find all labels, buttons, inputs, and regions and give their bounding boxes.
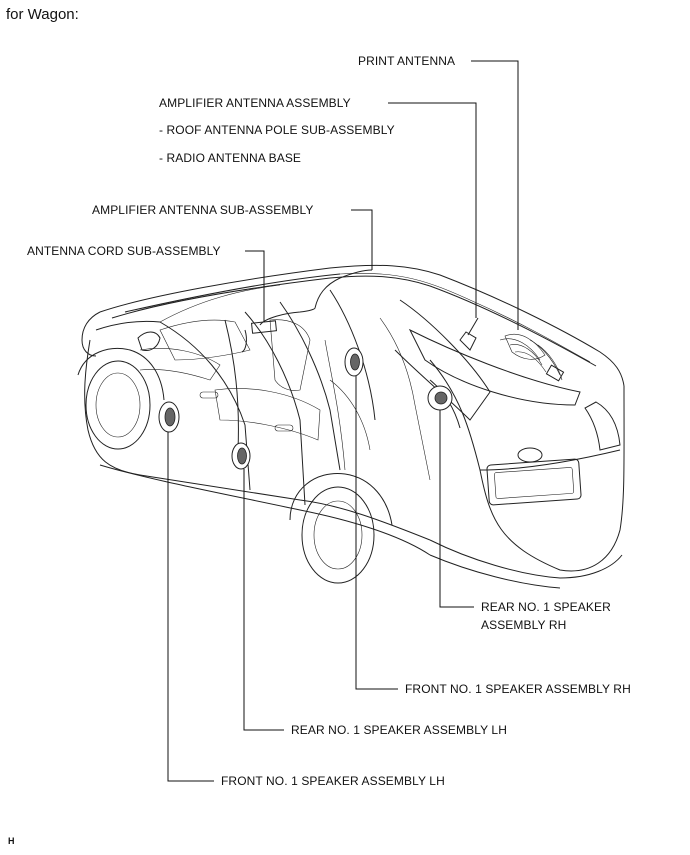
front-speaker-rh [344, 347, 364, 377]
label-antenna-cord: ANTENNA CORD SUB-ASSEMBLY [27, 244, 221, 258]
figure-code: H [8, 836, 15, 846]
leader-lines [167, 60, 519, 782]
label-print-antenna: PRINT ANTENNA [358, 54, 456, 68]
rear-speaker-lh [231, 442, 251, 470]
label-rear-speaker-rh-line1: REAR NO. 1 SPEAKER [481, 600, 611, 614]
rear-speaker-rh [427, 385, 453, 411]
label-amplifier-antenna-assembly: AMPLIFIER ANTENNA ASSEMBLY [159, 96, 351, 110]
label-front-speaker-lh: FRONT NO. 1 SPEAKER ASSEMBLY LH [221, 774, 445, 788]
front-speaker-lh [158, 401, 180, 433]
label-roof-antenna-pole: - ROOF ANTENNA POLE SUB-ASSEMBLY [159, 123, 395, 137]
label-radio-antenna-base: - RADIO ANTENNA BASE [159, 151, 302, 165]
label-rear-speaker-rh-line2: ASSEMBLY RH [481, 618, 567, 632]
label-amplifier-antenna-sub-assembly: AMPLIFIER ANTENNA SUB-ASSEMBLY [92, 203, 314, 217]
vehicle-illustration [77, 264, 625, 589]
label-rear-speaker-lh: REAR NO. 1 SPEAKER ASSEMBLY LH [291, 723, 507, 737]
page-heading: for Wagon: [6, 6, 79, 23]
label-front-speaker-rh: FRONT NO. 1 SPEAKER ASSEMBLY RH [405, 682, 631, 696]
